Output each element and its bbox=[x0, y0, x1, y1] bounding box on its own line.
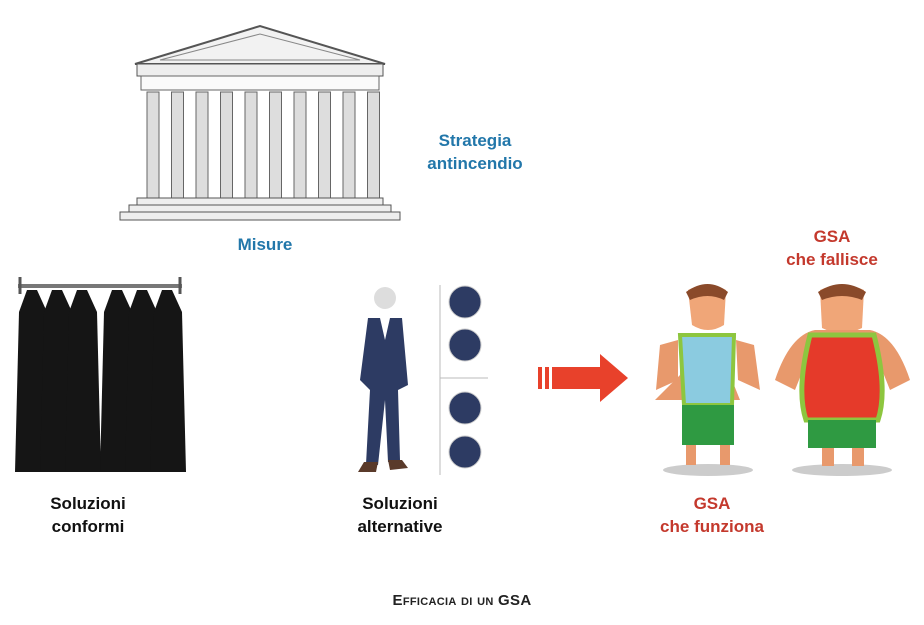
temple-column bbox=[318, 91, 331, 199]
failing-man-illustration bbox=[775, 284, 910, 476]
failing-line-2: che fallisce bbox=[786, 250, 878, 269]
measures-label: Misure bbox=[237, 235, 293, 254]
clothes-rack-illustration bbox=[15, 277, 186, 472]
compliant-solutions-label: Soluzioni conformi bbox=[18, 492, 158, 538]
failing-gsa-label: GSA che fallisce bbox=[772, 225, 892, 271]
coat bbox=[65, 290, 101, 472]
suit-illustration bbox=[358, 285, 488, 475]
compliant-line-2: conformi bbox=[51, 517, 125, 536]
coat bbox=[150, 290, 186, 472]
temple-column bbox=[146, 91, 160, 199]
failing-line-1: GSA bbox=[813, 227, 851, 246]
right-arrow-icon bbox=[538, 354, 628, 402]
temple-column bbox=[220, 91, 233, 199]
alternative-line-1: Soluzioni bbox=[362, 494, 438, 513]
temple-column bbox=[244, 91, 258, 199]
temple-column bbox=[171, 91, 184, 199]
temple-column bbox=[367, 91, 380, 199]
temple-illustration bbox=[119, 24, 401, 221]
working-line-2: che funziona bbox=[660, 517, 764, 536]
compliant-line-1: Soluzioni bbox=[50, 494, 126, 513]
working-gsa-label: GSA che funziona bbox=[642, 492, 782, 538]
working-line-1: GSA bbox=[693, 494, 731, 513]
alternative-line-2: alternative bbox=[357, 517, 443, 536]
strategy-line-2: antincendio bbox=[427, 154, 523, 173]
alternative-solutions-label: Soluzioni alternative bbox=[330, 492, 470, 538]
strategy-label: Strategia antincendio bbox=[408, 129, 542, 175]
temple-column bbox=[269, 91, 282, 199]
fit-man-illustration bbox=[655, 284, 760, 476]
temple-column bbox=[342, 91, 356, 199]
figure-caption: Efficacia di un GSA bbox=[392, 592, 532, 609]
temple-column bbox=[293, 91, 307, 199]
temple-column bbox=[195, 91, 209, 199]
strategy-line-1: Strategia bbox=[438, 131, 512, 150]
